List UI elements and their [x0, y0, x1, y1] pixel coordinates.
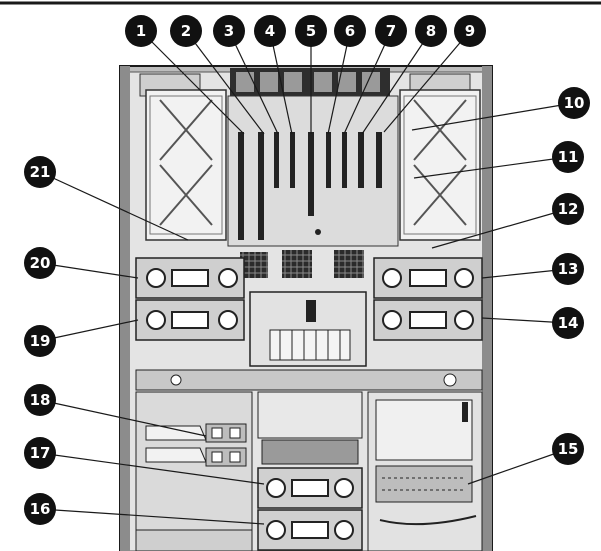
- bottom-frame: [135, 529, 253, 551]
- callout-circle-12: [552, 193, 584, 225]
- callout-number-12: 12: [558, 200, 579, 218]
- mid-crossbar: [135, 369, 483, 391]
- callout-15: 15: [552, 433, 584, 465]
- callout-number-11: 11: [558, 148, 579, 166]
- callout-number-2: 2: [181, 22, 191, 40]
- callout-number-19: 19: [30, 332, 51, 350]
- callout-8: 8: [415, 15, 447, 47]
- leader-line-1: [140, 30, 245, 135]
- leader-line-10: [411, 102, 575, 131]
- right-drive-bays: [373, 257, 483, 341]
- leader-line-20: [39, 262, 139, 279]
- right-riser-cage: [399, 89, 481, 241]
- callout-20: 20: [24, 247, 56, 279]
- callout-number-13: 13: [558, 260, 579, 278]
- callout-circle-6: [334, 15, 366, 47]
- system-board: [227, 95, 399, 278]
- callout-18: 18: [24, 384, 56, 416]
- callout-number-6: 6: [345, 22, 355, 40]
- leader-line-16: [39, 508, 265, 525]
- callout-circle-7: [375, 15, 407, 47]
- callout-number-9: 9: [465, 22, 475, 40]
- callout-16: 16: [24, 493, 56, 525]
- leader-line-15: [467, 448, 569, 485]
- callout-circle-8: [415, 15, 447, 47]
- crossbar-screw-right: [443, 373, 457, 387]
- callout-circle-1: [125, 15, 157, 47]
- callout-number-16: 16: [30, 500, 51, 518]
- callout-circle-20: [24, 247, 56, 279]
- leader-line-21: [39, 171, 189, 241]
- crossbar-screw-left: [170, 374, 182, 386]
- leader-line-3: [228, 30, 279, 135]
- callout-19: 19: [24, 325, 56, 357]
- callout-circle-2: [170, 15, 202, 47]
- callout-12: 12: [552, 193, 584, 225]
- callout-21: 21: [24, 156, 56, 188]
- callout-3: 3: [213, 15, 245, 47]
- callout-circle-5: [295, 15, 327, 47]
- leader-line-17: [39, 452, 265, 485]
- leader-line-7: [343, 30, 392, 135]
- center-connector-block: [249, 291, 367, 367]
- callout-circle-18: [24, 384, 56, 416]
- left-riser-cage: [145, 89, 227, 241]
- callout-2: 2: [170, 15, 202, 47]
- callout-number-1: 1: [136, 22, 146, 40]
- callout-number-15: 15: [558, 440, 579, 458]
- callout-7: 7: [375, 15, 407, 47]
- leader-line-4: [269, 30, 293, 135]
- callout-17: 17: [24, 437, 56, 469]
- callout-circle-16: [24, 493, 56, 525]
- callout-number-5: 5: [306, 22, 316, 40]
- callout-number-17: 17: [30, 444, 51, 462]
- leader-line-6: [327, 30, 351, 135]
- callout-circle-15: [552, 433, 584, 465]
- callout-circle-3: [213, 15, 245, 47]
- callout-11: 11: [552, 141, 584, 173]
- leader-line-11: [413, 156, 569, 179]
- callout-6: 6: [334, 15, 366, 47]
- leader-line-18: [39, 399, 207, 437]
- leader-line-8: [361, 30, 432, 135]
- callout-9: 9: [454, 15, 486, 47]
- callout-circle-17: [24, 437, 56, 469]
- leader-line-9: [383, 30, 471, 133]
- callout-circle-21: [24, 156, 56, 188]
- callout-1: 1: [125, 15, 157, 47]
- callout-circle-14: [552, 307, 584, 339]
- callout-number-18: 18: [30, 391, 51, 409]
- left-drive-bays: [135, 257, 245, 341]
- lower-right-board: [367, 391, 483, 551]
- callout-circle-13: [552, 253, 584, 285]
- callout-circle-19: [24, 325, 56, 357]
- callout-number-4: 4: [265, 22, 275, 40]
- callout-circle-4: [254, 15, 286, 47]
- callout-10: 10: [558, 87, 590, 119]
- callout-5: 5: [295, 15, 327, 47]
- callout-circle-10: [558, 87, 590, 119]
- callout-circle-11: [552, 141, 584, 173]
- callout-number-3: 3: [224, 22, 234, 40]
- callout-4: 4: [254, 15, 286, 47]
- center-lower-bays: [257, 391, 363, 551]
- callout-number-10: 10: [564, 94, 585, 112]
- callout-13: 13: [552, 253, 584, 285]
- callout-circle-9: [454, 15, 486, 47]
- leader-line-2: [185, 30, 265, 135]
- callout-number-21: 21: [30, 163, 51, 181]
- callout-number-14: 14: [558, 314, 579, 332]
- callout-14: 14: [552, 307, 584, 339]
- callout-number-7: 7: [386, 22, 396, 40]
- leader-line-12: [431, 208, 569, 249]
- callout-number-8: 8: [426, 22, 436, 40]
- lower-left-bay: [135, 391, 253, 551]
- callout-number-20: 20: [30, 254, 51, 272]
- leader-line-19: [39, 319, 139, 342]
